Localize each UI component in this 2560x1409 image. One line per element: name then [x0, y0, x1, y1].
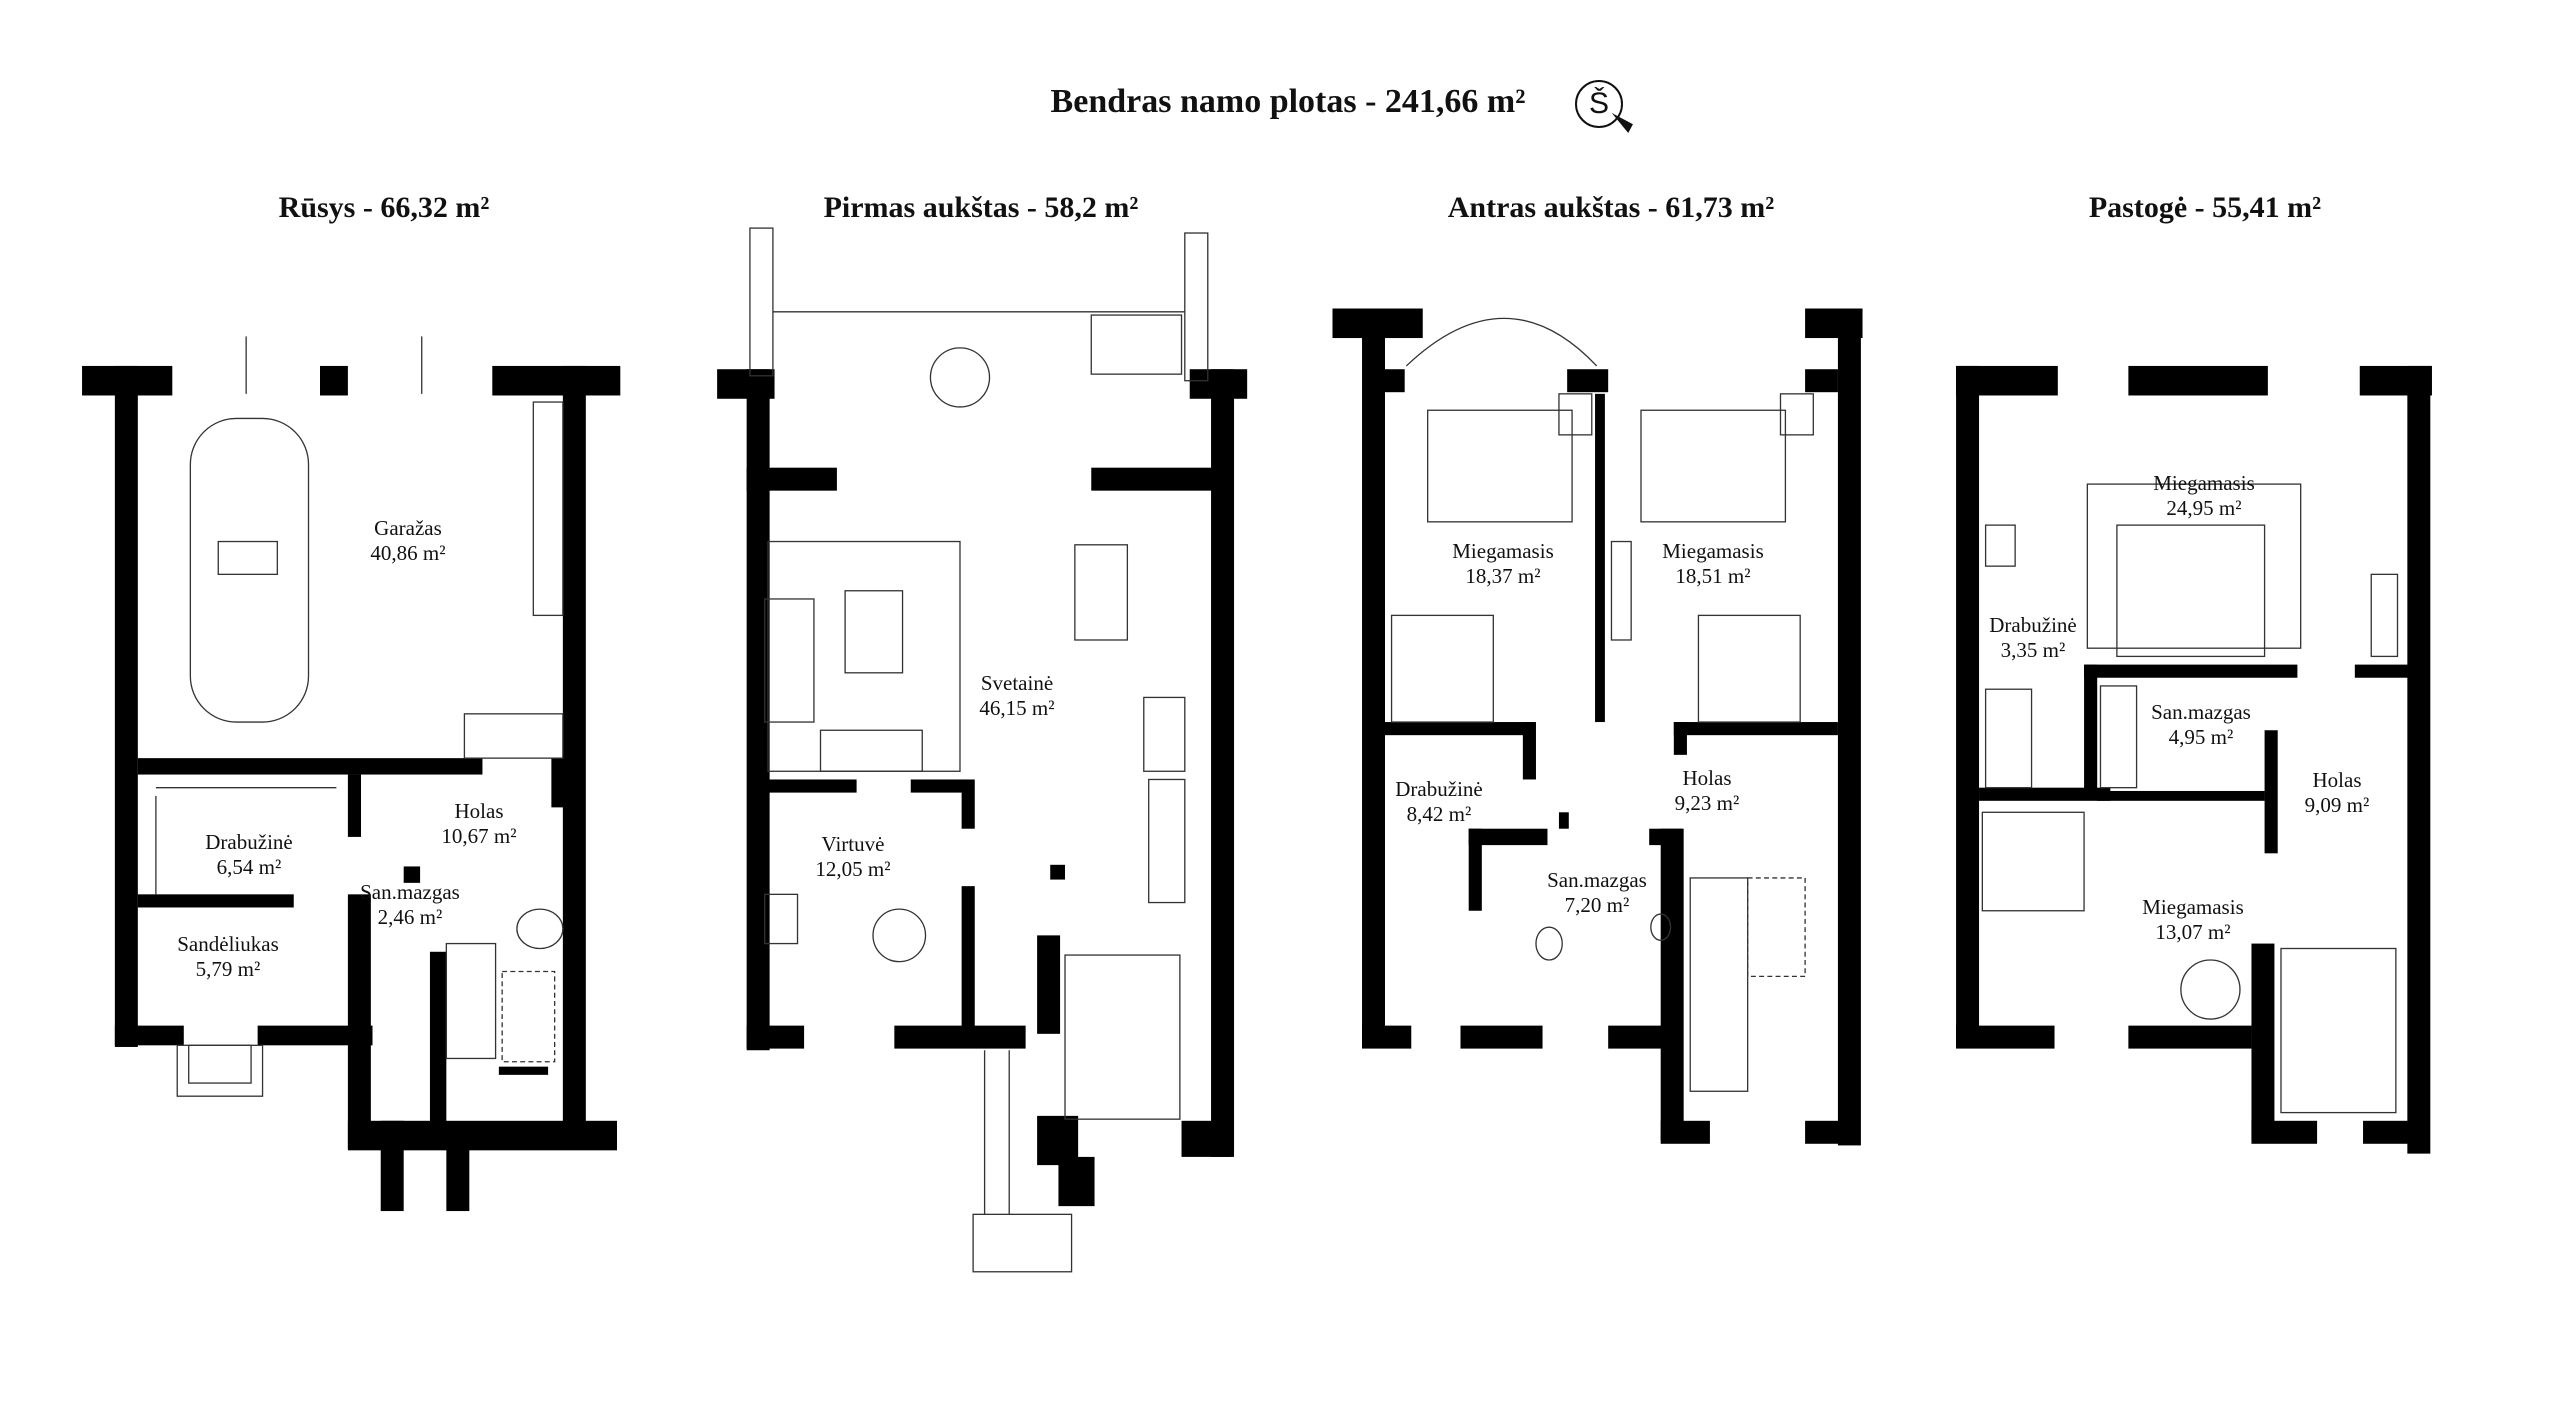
room-name: Svetainė [980, 671, 1054, 695]
attic-walls [1956, 365, 2432, 1154]
room-name: Holas [2312, 768, 2362, 792]
room-name: San.mazgas [360, 880, 460, 904]
attic-fixtures [1981, 483, 2399, 1114]
room-area: 3,35 m² [2000, 638, 2066, 662]
room-area: 40,86 m² [370, 541, 446, 565]
room-area: 9,09 m² [2304, 793, 2370, 817]
north-compass-icon: Š [1575, 80, 1623, 128]
second-floor-fixtures [1390, 317, 1814, 1092]
room-area: 6,54 m² [216, 855, 282, 879]
room-area: 24,95 m² [2166, 496, 2242, 520]
room-name: Drabužinė [205, 830, 293, 854]
floor-title-second: Antras aukštas - 61,73 m² [1447, 191, 1775, 224]
room-area: 12,05 m² [815, 857, 891, 881]
room-area: 7,20 m² [1564, 893, 1630, 917]
room-name: Holas [454, 799, 504, 823]
room-name: Miegamasis [1452, 539, 1554, 563]
room-area: 10,67 m² [441, 824, 517, 848]
first-floor-walls [717, 369, 1248, 1207]
floor-title-basement: Rūsys - 66,32 m² [278, 191, 490, 224]
room-area: 18,51 m² [1675, 564, 1751, 588]
room-name: Sandėliukas [177, 932, 279, 956]
room-area: 2,46 m² [377, 905, 443, 929]
room-name: Drabužinė [1989, 613, 2077, 637]
room-name: San.mazgas [2151, 700, 2251, 724]
room-area: 9,23 m² [1674, 791, 1740, 815]
room-name: Holas [1682, 766, 1732, 790]
room-name: Garažas [374, 516, 442, 540]
room-area: 4,95 m² [2168, 725, 2234, 749]
room-area: 8,42 m² [1406, 802, 1472, 826]
room-area: 5,79 m² [195, 957, 261, 981]
room-name: Miegamasis [1662, 539, 1764, 563]
first-floor-fixtures [749, 227, 1209, 1273]
room-area: 18,37 m² [1465, 564, 1541, 588]
room-name: Miegamasis [2142, 895, 2244, 919]
basement-walls [82, 365, 621, 1212]
floor-title-attic: Pastogė - 55,41 m² [2088, 191, 2322, 224]
room-name: Drabužinė [1395, 777, 1483, 801]
total-area-title: Bendras namo plotas - 241,66 m² [1050, 83, 1526, 120]
room-name: Miegamasis [2153, 471, 2255, 495]
room-name: Virtuvė [821, 832, 885, 856]
room-name: San.mazgas [1547, 868, 1647, 892]
second-floor-walls [1332, 308, 1863, 1146]
room-area: 46,15 m² [979, 696, 1055, 720]
floor-title-first: Pirmas aukštas - 58,2 m² [823, 191, 1139, 224]
room-area: 13,07 m² [2155, 920, 2231, 944]
basement-fixtures [155, 336, 564, 1097]
